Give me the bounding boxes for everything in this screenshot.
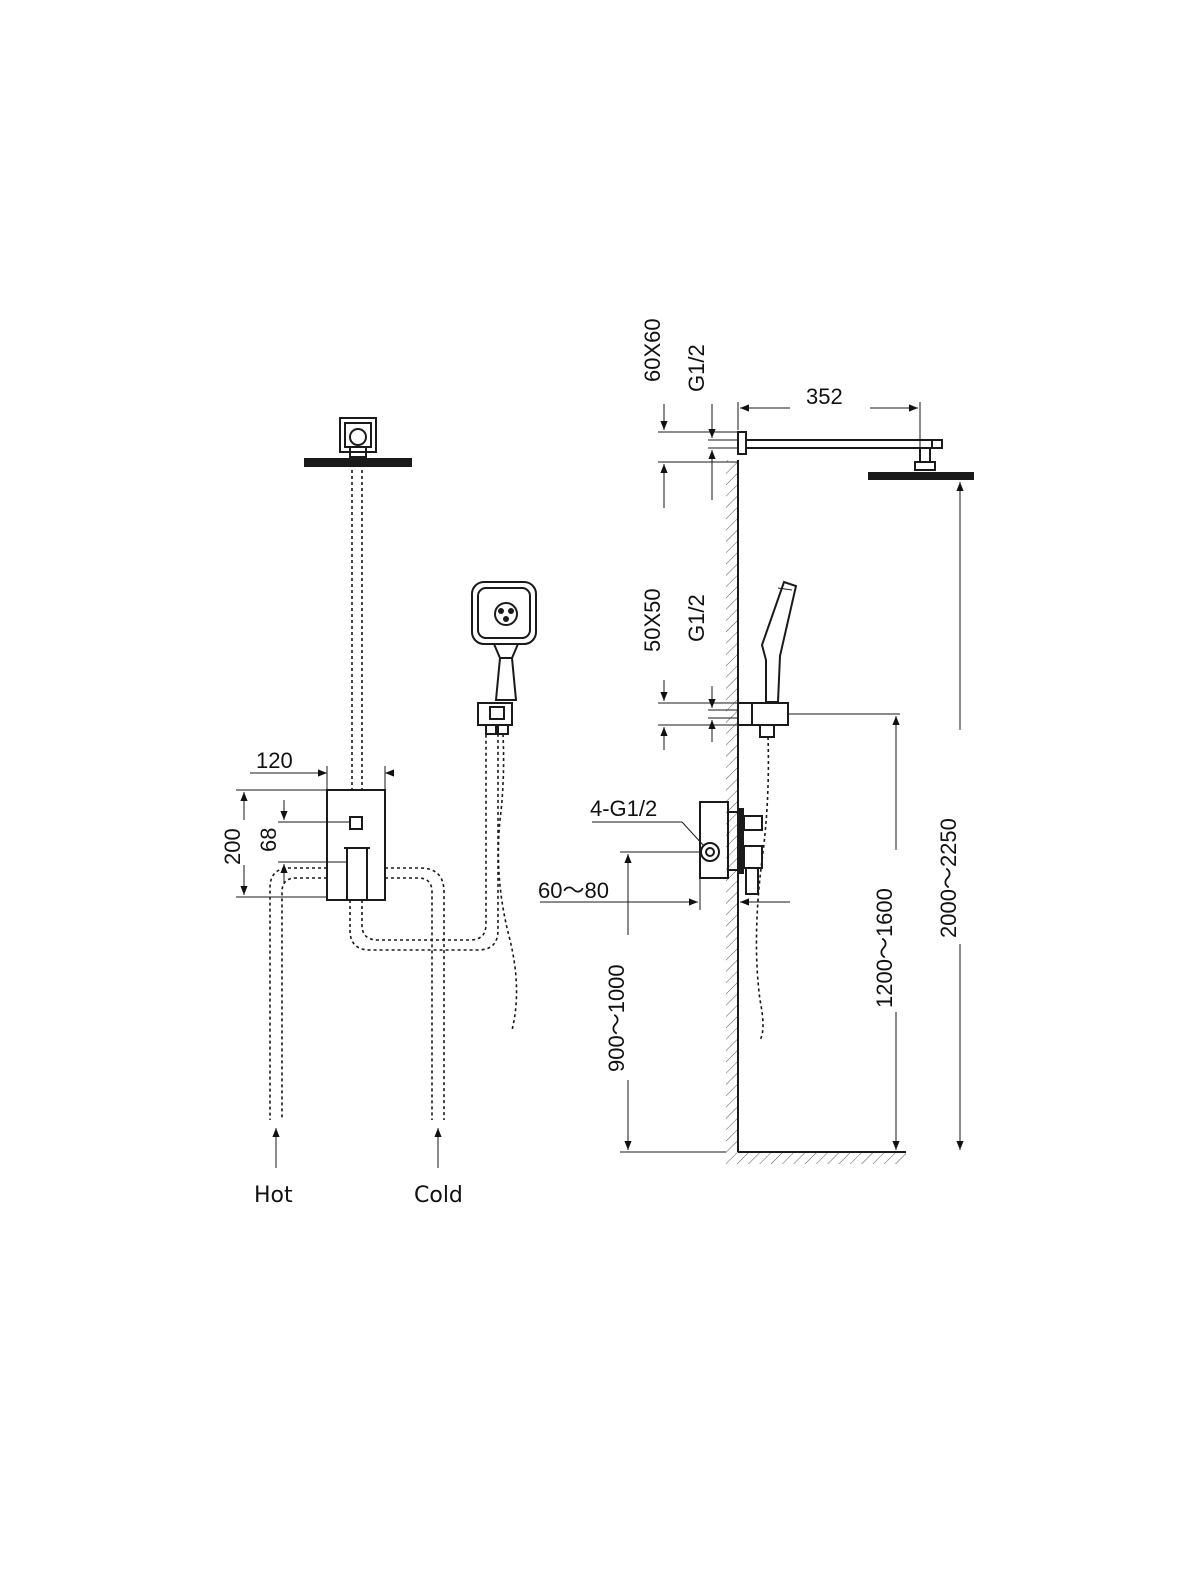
supply-pipes bbox=[269, 730, 499, 1120]
dimension-outlet-height: 1200～1600 bbox=[788, 713, 900, 1150]
side-rain-head-icon bbox=[868, 447, 974, 480]
dimension-holder-thread: G1/2 bbox=[684, 594, 738, 742]
dimension-352: 352 bbox=[737, 384, 921, 448]
dimension-50x50: 50X50 bbox=[640, 588, 738, 750]
side-view: 60X60 G1/2 352 50X50 bbox=[538, 318, 974, 1164]
wall-outlet-holder-icon bbox=[477, 702, 513, 735]
box-width-label: 120 bbox=[256, 748, 293, 773]
shower-arm bbox=[737, 431, 943, 455]
valve-threads-label: 4-G1/2 bbox=[590, 796, 657, 821]
cold-label: Cold bbox=[414, 1183, 463, 1208]
mixer-box bbox=[326, 789, 386, 901]
head-thread-label: G1/2 bbox=[684, 344, 709, 392]
side-hose bbox=[755, 736, 770, 1041]
handle-spacing-label: 68 bbox=[256, 828, 281, 852]
valve-height-label: 900～1000 bbox=[604, 964, 629, 1072]
head-height-label: 2000～2250 bbox=[936, 818, 961, 938]
dimension-200: 200 bbox=[220, 789, 327, 898]
arm-length-label: 352 bbox=[806, 384, 843, 409]
riser-pipe bbox=[351, 470, 363, 790]
hose bbox=[497, 733, 518, 1031]
hand-shower-icon bbox=[471, 581, 537, 701]
dimension-head-height: 2000～2250 bbox=[936, 482, 964, 1150]
head-mount-icon bbox=[339, 417, 377, 458]
dimension-68: 68 bbox=[256, 800, 350, 884]
front-view: Hot Cold bbox=[220, 417, 537, 1208]
dimension-head-thread: G1/2 bbox=[684, 344, 738, 500]
hot-label: Hot bbox=[254, 1183, 293, 1208]
rain-shower-head-icon bbox=[304, 458, 412, 467]
box-height-label: 200 bbox=[220, 828, 245, 865]
holder-plate-label: 50X50 bbox=[640, 588, 665, 652]
head-plate-label: 60X60 bbox=[640, 318, 665, 382]
valve-body-icon bbox=[699, 801, 763, 895]
dimension-60x60: 60X60 bbox=[640, 318, 738, 508]
outlet-height-label: 1200～1600 bbox=[872, 888, 897, 1008]
holder-thread-label: G1/2 bbox=[684, 594, 709, 642]
valve-depth-label: 60～80 bbox=[538, 878, 609, 903]
wall bbox=[726, 460, 906, 1164]
dimension-120: 120 bbox=[250, 748, 394, 790]
valve-thread-callout: 4-G1/2 bbox=[590, 796, 705, 847]
dimension-valve-height: 900～1000 bbox=[604, 851, 726, 1153]
side-hand-shower-icon bbox=[760, 580, 798, 703]
dimension-valve-depth: 60～80 bbox=[538, 878, 790, 910]
side-outlet-holder-icon bbox=[737, 702, 789, 738]
